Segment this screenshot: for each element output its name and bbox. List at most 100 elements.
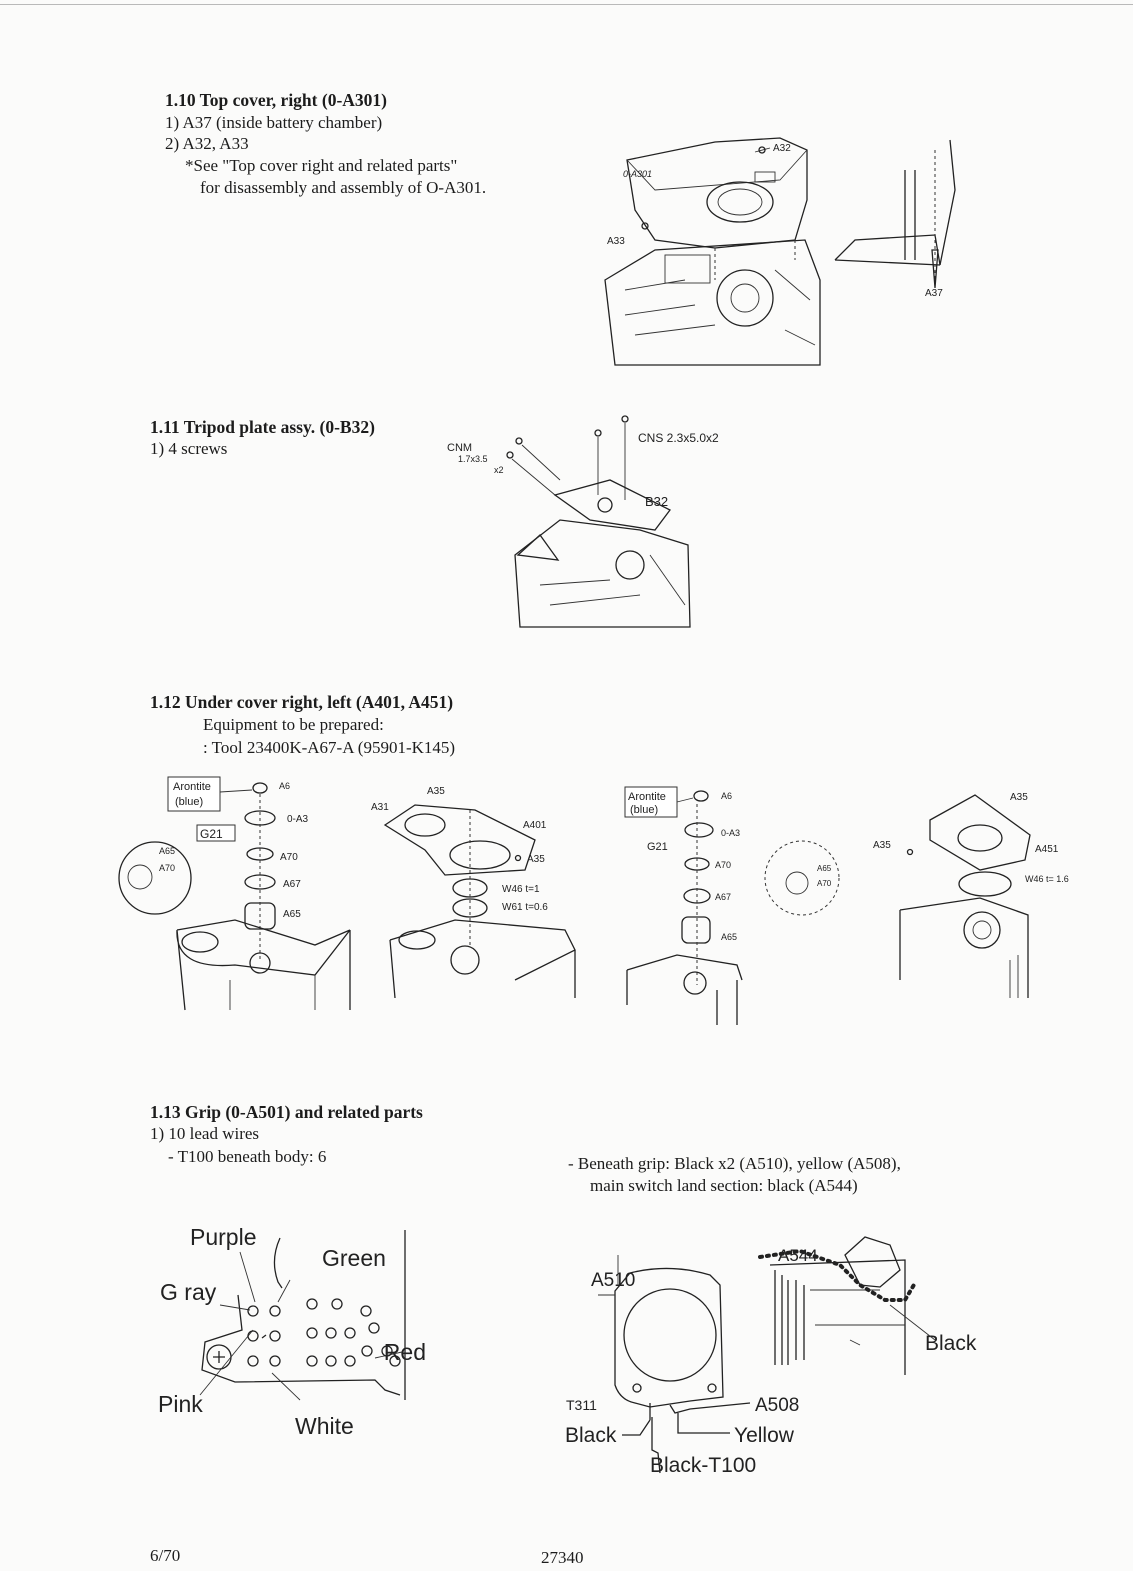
label-g21: G21 xyxy=(200,827,223,841)
grip-board-opening xyxy=(623,1288,717,1382)
tripod-socket xyxy=(597,497,613,513)
switch-section-outline xyxy=(769,1259,906,1375)
black-wire-leaders xyxy=(622,1403,661,1474)
text-line: : Tool 23400K-A67-A (95901-K145) xyxy=(203,738,456,757)
label-black-2: Black xyxy=(565,1424,617,1447)
label-blue: (blue) xyxy=(630,804,658,816)
grip-wiring-diagram: A510 A544 Black T311 Black A508 Yellow B… xyxy=(565,1236,977,1477)
label-cnm: CNM xyxy=(447,442,472,454)
label-0-a3: 0-A3 xyxy=(721,828,740,838)
label-a70-detail: A70 xyxy=(159,863,175,873)
label-a65-detail: A65 xyxy=(817,864,832,873)
body-gear xyxy=(963,911,1001,949)
arontite-box xyxy=(167,776,221,812)
label-a65-detail: A65 xyxy=(159,846,175,856)
top-cover-button xyxy=(754,171,776,183)
a37-screw xyxy=(931,249,939,289)
a65-part xyxy=(681,916,711,944)
board-pad xyxy=(707,1383,717,1393)
label-a65: A65 xyxy=(283,909,301,920)
body-hole xyxy=(398,930,436,950)
label-a35: A35 xyxy=(427,786,445,797)
base-spindle xyxy=(615,550,645,580)
label-yellow: Yellow xyxy=(734,1424,795,1447)
text-line: *See "Top cover right and related parts" xyxy=(185,156,458,175)
text-line: - T100 beneath body: 6 xyxy=(168,1147,327,1166)
body-gear-inner xyxy=(972,920,992,940)
cns-guide-lines xyxy=(597,423,626,500)
label-pink: Pink xyxy=(158,1391,203,1417)
w61-washer xyxy=(452,898,488,918)
a401-hole xyxy=(404,813,446,837)
label-black-t100: Black-T100 xyxy=(650,1454,756,1477)
body-mechanism-lines xyxy=(624,269,816,346)
label-w61: W61 t=0.6 xyxy=(502,902,548,913)
label-arontite: Arontite xyxy=(173,781,211,793)
section-heading-1-11: 1.11 Tripod plate assy. (0-B32) xyxy=(150,417,375,437)
document-code: 27340 xyxy=(541,1548,584,1567)
camera-body-outline xyxy=(604,239,821,366)
label-gray: G ray xyxy=(160,1279,217,1305)
base-triangle xyxy=(516,534,560,561)
label-a32: A32 xyxy=(773,143,791,154)
body-hole xyxy=(181,931,219,953)
board-screw-cross xyxy=(213,1351,225,1363)
terminal-pads xyxy=(247,1298,401,1367)
label-purple: Purple xyxy=(190,1224,256,1250)
grip-board-outline xyxy=(614,1267,724,1408)
leader-lines-bottom xyxy=(199,1329,403,1401)
label-w46: W46 t= 1.6 xyxy=(1025,874,1069,884)
page-number: 6/70 xyxy=(150,1546,181,1565)
top-cover-dial-seat xyxy=(706,181,774,223)
label-a65: A65 xyxy=(721,932,737,942)
label-green: Green xyxy=(322,1245,386,1271)
a32-screw-leader xyxy=(754,147,771,153)
text-line: Equipment to be prepared: xyxy=(203,715,384,734)
text-line: 1) 10 lead wires xyxy=(150,1124,260,1143)
detail-circle xyxy=(118,841,192,915)
a67-part xyxy=(244,874,276,890)
label-a544: A544 xyxy=(778,1246,818,1265)
a33-screw xyxy=(641,222,649,230)
label-a35-b: A35 xyxy=(527,854,545,865)
t100-wiring-diagram: Purple Green G ray Red Pink White xyxy=(158,1224,426,1439)
body-gear xyxy=(450,945,480,975)
label-a67: A67 xyxy=(283,879,301,890)
label-a70-detail: A70 xyxy=(817,879,832,888)
section-heading-1-13: 1.13 Grip (0-A501) and related parts xyxy=(150,1102,423,1122)
top-rule xyxy=(0,4,1133,5)
body-outline xyxy=(176,919,351,1011)
tripod-plate xyxy=(553,479,671,531)
detail-gear xyxy=(785,871,809,895)
label-a451: A451 xyxy=(1035,844,1059,855)
under-cover-a451-diagram: A35 A35 A451 W46 t= 1.6 xyxy=(873,792,1069,998)
cnm-screw xyxy=(515,437,523,445)
label-blue: (blue) xyxy=(175,796,203,808)
board-outline-top xyxy=(261,1237,283,1339)
text-line: 1) A37 (inside battery chamber) xyxy=(165,113,383,132)
text-line: main switch land section: black (A544) xyxy=(590,1176,858,1195)
label-w46: W46 t=1 xyxy=(502,884,540,895)
body-outline xyxy=(389,919,576,999)
label-cnm-size: 1.7x3.5 xyxy=(458,454,488,464)
label-black: Black xyxy=(925,1332,977,1355)
assembly-guide-lines xyxy=(714,240,796,280)
label-a67: A67 xyxy=(715,892,731,902)
arontite-box xyxy=(624,786,678,818)
section-heading-1-10: 1.10 Top cover, right (0-A301) xyxy=(165,90,387,110)
text-line: for disassembly and assembly of O-A301. xyxy=(200,178,487,197)
label-a6: A6 xyxy=(279,781,290,791)
switch-detail-lines xyxy=(810,1289,905,1346)
label-a33: A33 xyxy=(607,236,625,247)
label-a37: A37 xyxy=(925,288,943,299)
a6-screw xyxy=(252,782,268,794)
battery-chamber-walls xyxy=(904,139,956,266)
cnm-screw xyxy=(506,451,514,459)
camera-base-outline xyxy=(514,519,691,628)
0-a3-part xyxy=(684,822,714,838)
under-cover-right-diagram: Arontite (blue) A6 0-A3 G21 A70 A67 A65 … xyxy=(118,776,351,1011)
label-a401: A401 xyxy=(523,820,547,831)
label-cns: CNS 2.3x5.0x2 xyxy=(638,431,719,445)
a451-ring xyxy=(957,824,1003,852)
a508-leader xyxy=(669,1402,751,1414)
